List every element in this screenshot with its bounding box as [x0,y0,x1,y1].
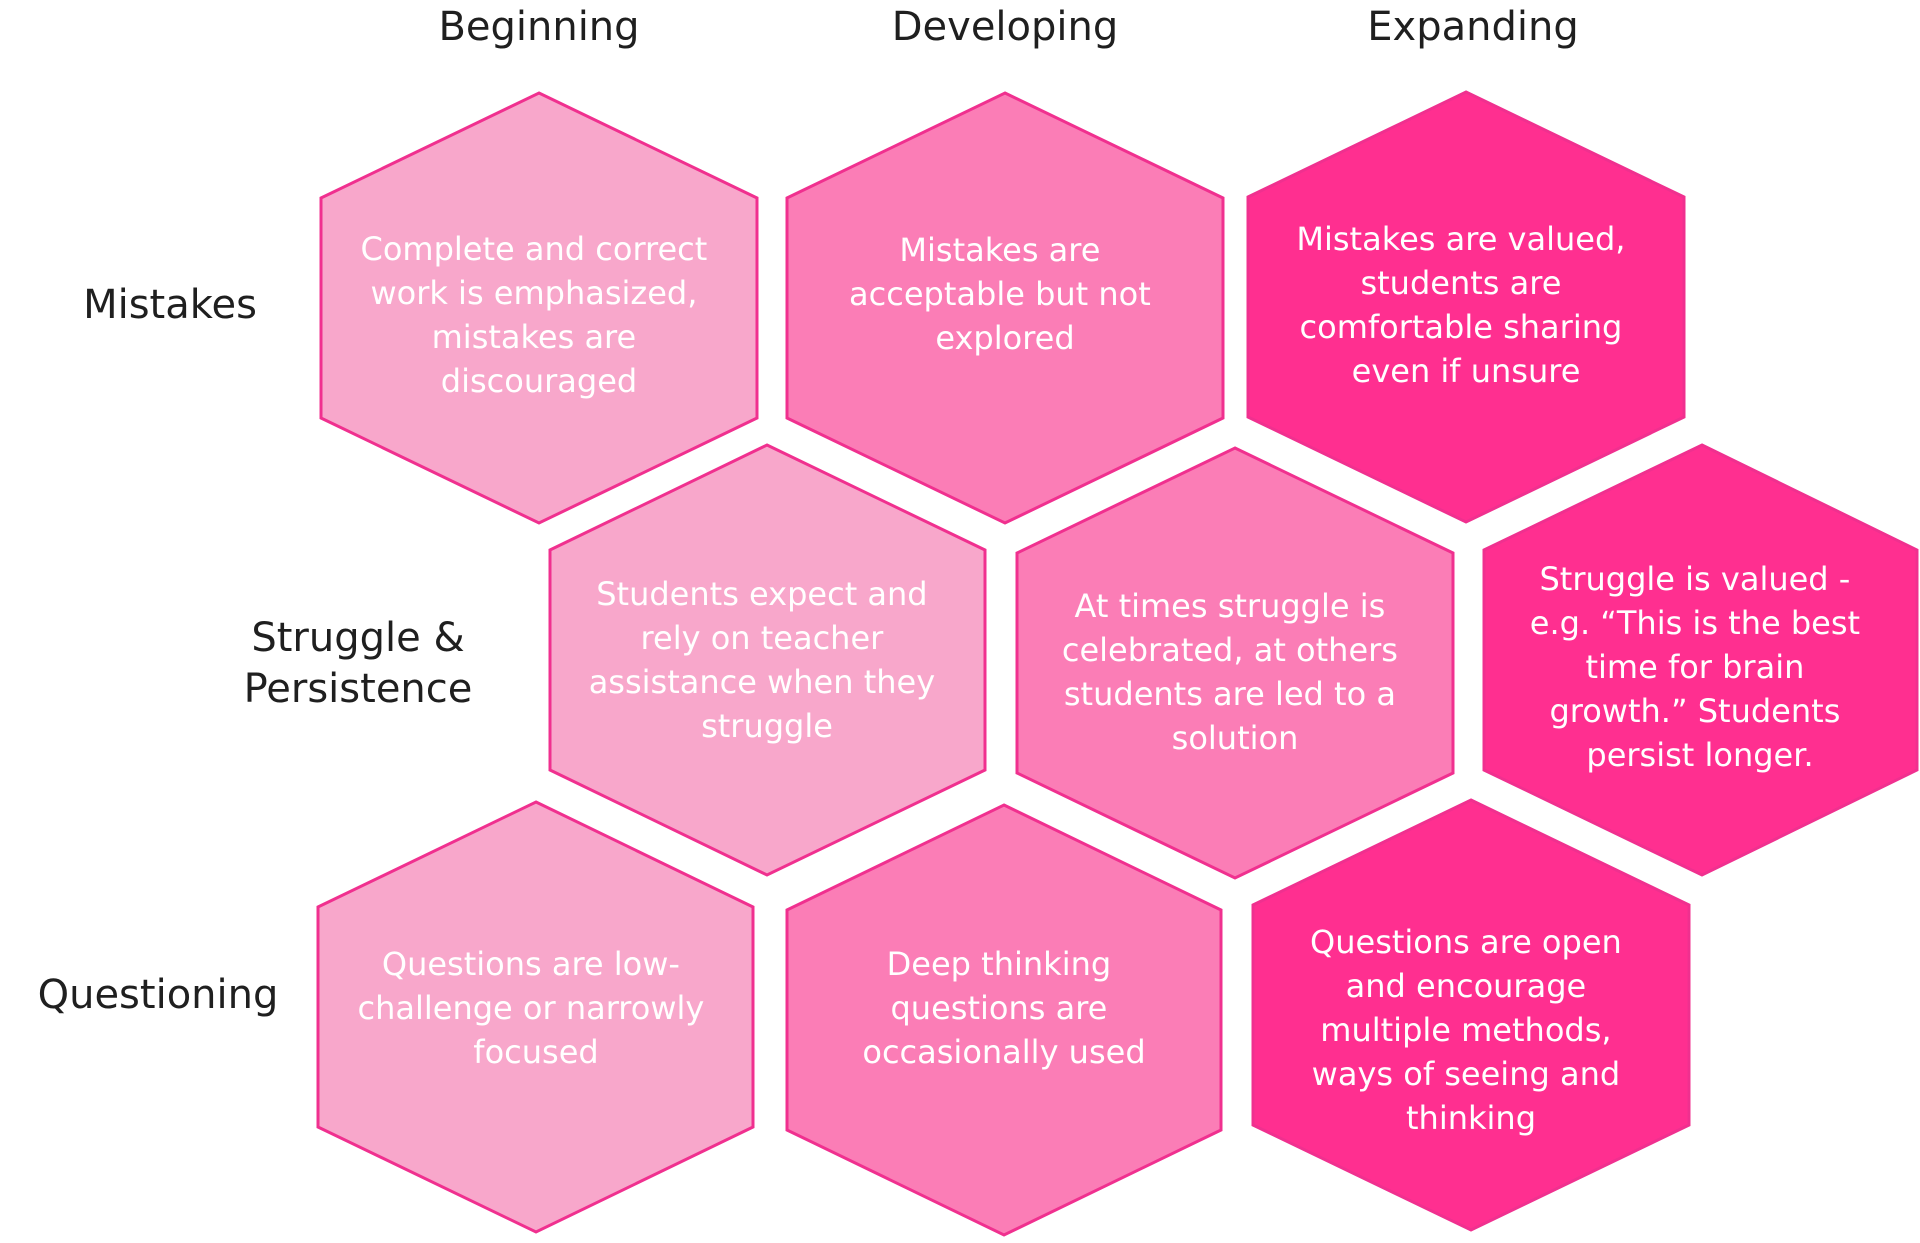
hex-text-line: comfortable sharing [1300,308,1623,346]
hex-text-line: e.g. “This is the best [1530,604,1860,642]
column-header-expanding: Expanding [1367,4,1578,50]
hex-text-line: questions are [890,989,1107,1027]
hex-text-line: Struggle is valued - [1539,560,1850,598]
svg-text:Questions are low- chall: Questions are low- challenge or narrowly… [358,945,715,1071]
hex-text-line: struggle [701,707,833,745]
hex-text-line: celebrated, at others [1062,631,1398,669]
svg-text:Questions are open and e: Questions are open and encourage multipl… [1310,923,1632,1137]
row-label-questioning: Questioning [38,972,279,1018]
hex-text-line: Students expect and [596,575,927,613]
column-header-beginning: Beginning [438,4,639,50]
hex-cell-mistakes-beginning: Complete and correct work is emphasized,… [319,91,759,525]
hex-cell-questioning-beginning: Questions are low- challenge or narrowly… [316,800,755,1234]
hex-text-line: discouraged [441,362,637,400]
svg-text:At times struggle is cel: At times struggle is celebrated, at othe… [1062,587,1408,757]
svg-text:Students expect and rely: Students expect and rely on teacher assi… [589,575,946,745]
hex-text-line: Complete and correct [361,230,708,268]
hex-text-line: students are led to a [1064,675,1396,713]
hex-text-line: Mistakes are [899,231,1100,269]
hexagon-shape [1482,443,1919,877]
hex-text-line: and encourage [1346,967,1587,1005]
hex-text-line: Questions are low- [382,945,680,983]
hex-cell-mistakes-developing: Mistakes are acceptable but not explored [785,91,1225,525]
hexagon-shape [319,91,759,525]
hex-text-line: solution [1172,719,1299,757]
hex-text-line: Questions are open [1310,923,1622,961]
hex-text-line: occasionally used [862,1033,1145,1071]
hex-text-line: rely on teacher [641,619,885,657]
hexagon-shape [785,91,1225,525]
svg-text:Complete and correct wor: Complete and correct work is emphasized,… [361,230,718,400]
hexagon-shape [1015,446,1455,880]
hex-text-line: work is emphasized, [370,274,697,312]
hex-text-line: mistakes are [432,318,637,356]
hex-text-line: even if unsure [1352,352,1581,390]
hexagon-shape [785,803,1223,1237]
hex-cell-struggle-developing: At times struggle is celebrated, at othe… [1015,446,1455,880]
hex-text-line: time for brain [1585,648,1804,686]
hex-text-line: growth.” Students [1549,692,1840,730]
row-label-struggle-persistence-line1: Struggle & [251,615,464,661]
hex-cell-struggle-beginning: Students expect and rely on teacher assi… [548,443,987,877]
hex-text-line: persist longer. [1586,736,1813,774]
hex-cell-struggle-expanding: Struggle is valued - e.g. “This is the b… [1482,443,1919,877]
svg-text:Mistakes are acceptable: Mistakes are acceptable but not explored [849,231,1161,357]
hexagon-shape [548,443,987,877]
hex-text-line: thinking [1406,1099,1536,1137]
hexagon-shape [316,800,755,1234]
svg-text:Mistakes are valued, stu: Mistakes are valued, students are comfor… [1296,220,1635,390]
hex-text-line: challenge or narrowly [358,989,705,1027]
hex-text-line: Mistakes are valued, [1296,220,1625,258]
hex-text-line: students are [1360,264,1561,302]
hex-text-line: focused [473,1033,598,1071]
column-header-developing: Developing [892,4,1119,50]
hexagon-shape [1251,798,1691,1232]
hex-cell-questioning-expanding: Questions are open and encourage multipl… [1251,798,1691,1232]
hex-text-line: At times struggle is [1075,587,1386,625]
hex-cell-questioning-developing: Deep thinking questions are occasionally… [785,803,1223,1237]
hex-text-line: acceptable but not [849,275,1151,313]
hex-text-line: multiple methods, [1320,1011,1611,1049]
hex-text-line: explored [935,319,1074,357]
hex-text-line: assistance when they [589,663,935,701]
row-label-struggle-persistence-line2: Persistence [244,666,473,712]
svg-text:Struggle is valued - e.g: Struggle is valued - e.g. “This is the b… [1530,560,1870,774]
hex-cell-mistakes-expanding: Mistakes are valued, students are comfor… [1246,90,1686,524]
hex-text-line: Deep thinking [887,945,1112,983]
hex-text-line: ways of seeing and [1312,1055,1620,1093]
row-label-mistakes: Mistakes [83,282,257,328]
hexagon-shape [1246,90,1686,524]
svg-text:Deep thinking questions: Deep thinking questions are occasionally… [862,945,1145,1071]
